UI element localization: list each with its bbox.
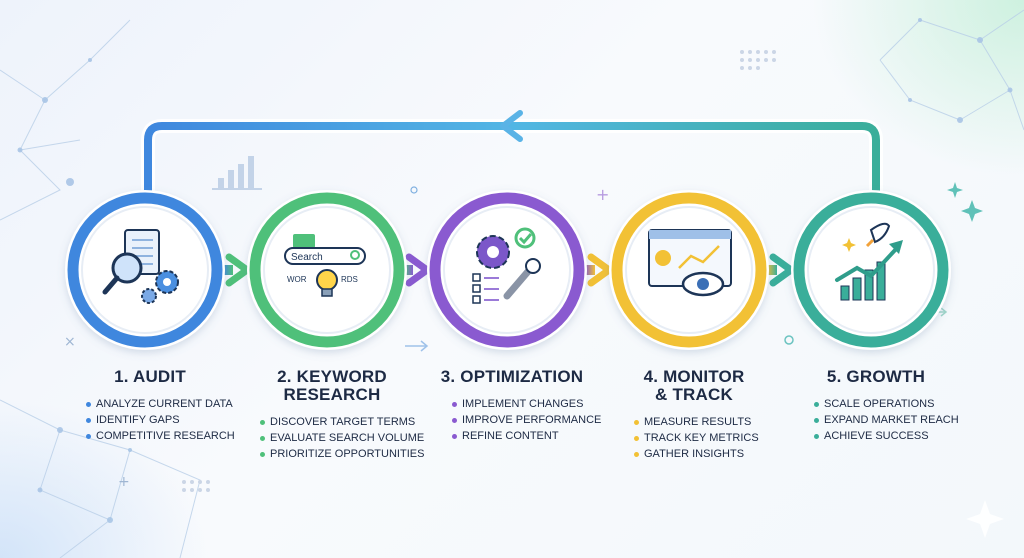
step-title: 3. OPTIMIZATION xyxy=(412,368,612,386)
bullet-item: EVALUATE SEARCH VOLUME xyxy=(260,430,432,446)
step-title-line: 5. GROWTH xyxy=(826,367,926,386)
growth-bar xyxy=(864,269,874,301)
check-circle-icon xyxy=(514,227,536,249)
bullet-item: MEASURE RESULTS xyxy=(634,414,794,430)
growth-bar xyxy=(852,277,862,301)
circle-ring xyxy=(429,192,585,348)
connector-bar xyxy=(405,265,413,275)
checkbox-icon xyxy=(472,295,481,304)
connector-bar xyxy=(585,265,595,275)
line-chart-icon xyxy=(678,245,720,269)
pie-chart-icon xyxy=(655,250,671,266)
bullet-item: IDENTIFY GAPS xyxy=(86,412,250,428)
growth-arrow-line xyxy=(835,246,899,282)
step-title-line: 4. MONITOR xyxy=(643,367,745,386)
checkmark-icon xyxy=(518,233,533,245)
step-circle-3 xyxy=(427,190,587,350)
bullet-item: EXPAND MARKET REACH xyxy=(814,412,976,428)
checkbox-icon xyxy=(472,284,481,293)
step-growth: 5. GROWTH SCALE OPERATIONS EXPAND MARKET… xyxy=(776,368,976,444)
wrench-head xyxy=(525,258,541,274)
bullet-item: GATHER INSIGHTS xyxy=(634,446,794,462)
search-icon xyxy=(350,250,360,260)
magnifier-handle xyxy=(102,275,120,295)
step-title-line: & TRACK xyxy=(655,385,733,404)
svg-text:+: + xyxy=(596,185,609,204)
step-title-line: 3. OPTIMIZATION xyxy=(440,367,584,386)
bullet-item: IMPROVE PERFORMANCE xyxy=(452,412,612,428)
bullet-item: TRACK KEY METRICS xyxy=(634,430,794,446)
growth-bar xyxy=(840,285,850,301)
connector-arrow xyxy=(585,253,613,287)
wrench-icon xyxy=(503,264,535,300)
step-audit: 1. AUDIT ANALYZE CURRENT DATA IDENTIFY G… xyxy=(50,368,250,444)
step-keyword-research: 2. KEYWORD RESEARCH DISCOVER TARGET TERM… xyxy=(232,368,432,462)
bullet-item: COMPETITIVE RESEARCH xyxy=(86,428,250,444)
gear-hub xyxy=(163,278,171,286)
lightbulb-icon xyxy=(316,269,338,291)
growth-arrow-head xyxy=(889,240,903,254)
connector-bar xyxy=(767,265,777,275)
dashboard-eye-icon xyxy=(648,229,732,297)
bullet-list: ANALYZE CURRENT DATA IDENTIFY GAPS COMPE… xyxy=(50,396,250,444)
svg-text:×: × xyxy=(64,334,76,350)
search-label: Search xyxy=(291,252,323,263)
bullet-item: REFINE CONTENT xyxy=(452,428,612,444)
gear-icon xyxy=(141,288,157,304)
circle-ring xyxy=(793,192,949,348)
growth-bar xyxy=(876,261,886,301)
step-title-line: RESEARCH xyxy=(283,385,381,404)
circle-ring xyxy=(611,192,767,348)
bullet-item: IMPLEMENT CHANGES xyxy=(452,396,612,412)
magnifier-document-gears-icon xyxy=(102,229,179,304)
eye-pupil xyxy=(697,278,709,290)
step-title: 5. GROWTH xyxy=(776,368,976,386)
step-monitor-track: 4. MONITOR & TRACK MEASURE RESULTS TRACK… xyxy=(594,368,794,462)
step-title-line: 1. AUDIT xyxy=(114,367,186,386)
bullet-list: SCALE OPERATIONS EXPAND MARKET REACH ACH… xyxy=(776,396,976,444)
circle-inner xyxy=(443,206,571,334)
sparkle-icon xyxy=(842,238,856,252)
lightbulb-base xyxy=(321,288,333,297)
bullet-item: SCALE OPERATIONS xyxy=(814,396,976,412)
feedback-loop-path xyxy=(144,122,880,200)
bullet-item: DISCOVER TARGET TERMS xyxy=(260,414,432,430)
rocket-growth-chart-icon xyxy=(835,222,903,301)
connector-bar xyxy=(223,265,233,275)
word-left: WOR xyxy=(287,275,307,284)
bullet-item: PRIORITIZE OPPORTUNITIES xyxy=(260,446,432,462)
rocket-flame xyxy=(865,238,875,248)
search-bar xyxy=(284,247,366,265)
bullet-list: IMPLEMENT CHANGES IMPROVE PERFORMANCE RE… xyxy=(412,396,612,444)
circle-ring xyxy=(249,192,405,348)
magnifier-icon xyxy=(111,252,143,284)
connector-arrow xyxy=(405,253,431,287)
step-title: 4. MONITOR & TRACK xyxy=(594,368,794,404)
connector-arrow xyxy=(223,253,251,287)
gear-wrench-checklist-icon xyxy=(472,227,541,304)
bullet-item: ANALYZE CURRENT DATA xyxy=(86,396,250,412)
checkbox-icon xyxy=(472,273,481,282)
dashboard-titlebar xyxy=(649,230,731,239)
step-title-line: 2. KEYWORD xyxy=(277,367,387,386)
step-title: 2. KEYWORD RESEARCH xyxy=(232,368,432,404)
connector-arrow xyxy=(767,253,795,287)
bullet-item: ACHIEVE SUCCESS xyxy=(814,428,976,444)
bullet-list: MEASURE RESULTS TRACK KEY METRICS GATHER… xyxy=(594,414,794,462)
speech-bubble-icon xyxy=(293,234,315,248)
gear-hub xyxy=(487,246,499,258)
feedback-loop xyxy=(141,110,883,203)
step-title: 1. AUDIT xyxy=(50,368,250,386)
svg-text:+: + xyxy=(118,474,130,490)
circle-ring xyxy=(67,192,223,348)
bullet-list: DISCOVER TARGET TERMS EVALUATE SEARCH VO… xyxy=(232,414,432,462)
rocket-icon xyxy=(869,222,891,244)
word-right: RDS xyxy=(341,275,358,284)
loop-arrow-head xyxy=(500,110,523,142)
step-optimization: 3. OPTIMIZATION IMPLEMENT CHANGES IMPROV… xyxy=(412,368,612,444)
